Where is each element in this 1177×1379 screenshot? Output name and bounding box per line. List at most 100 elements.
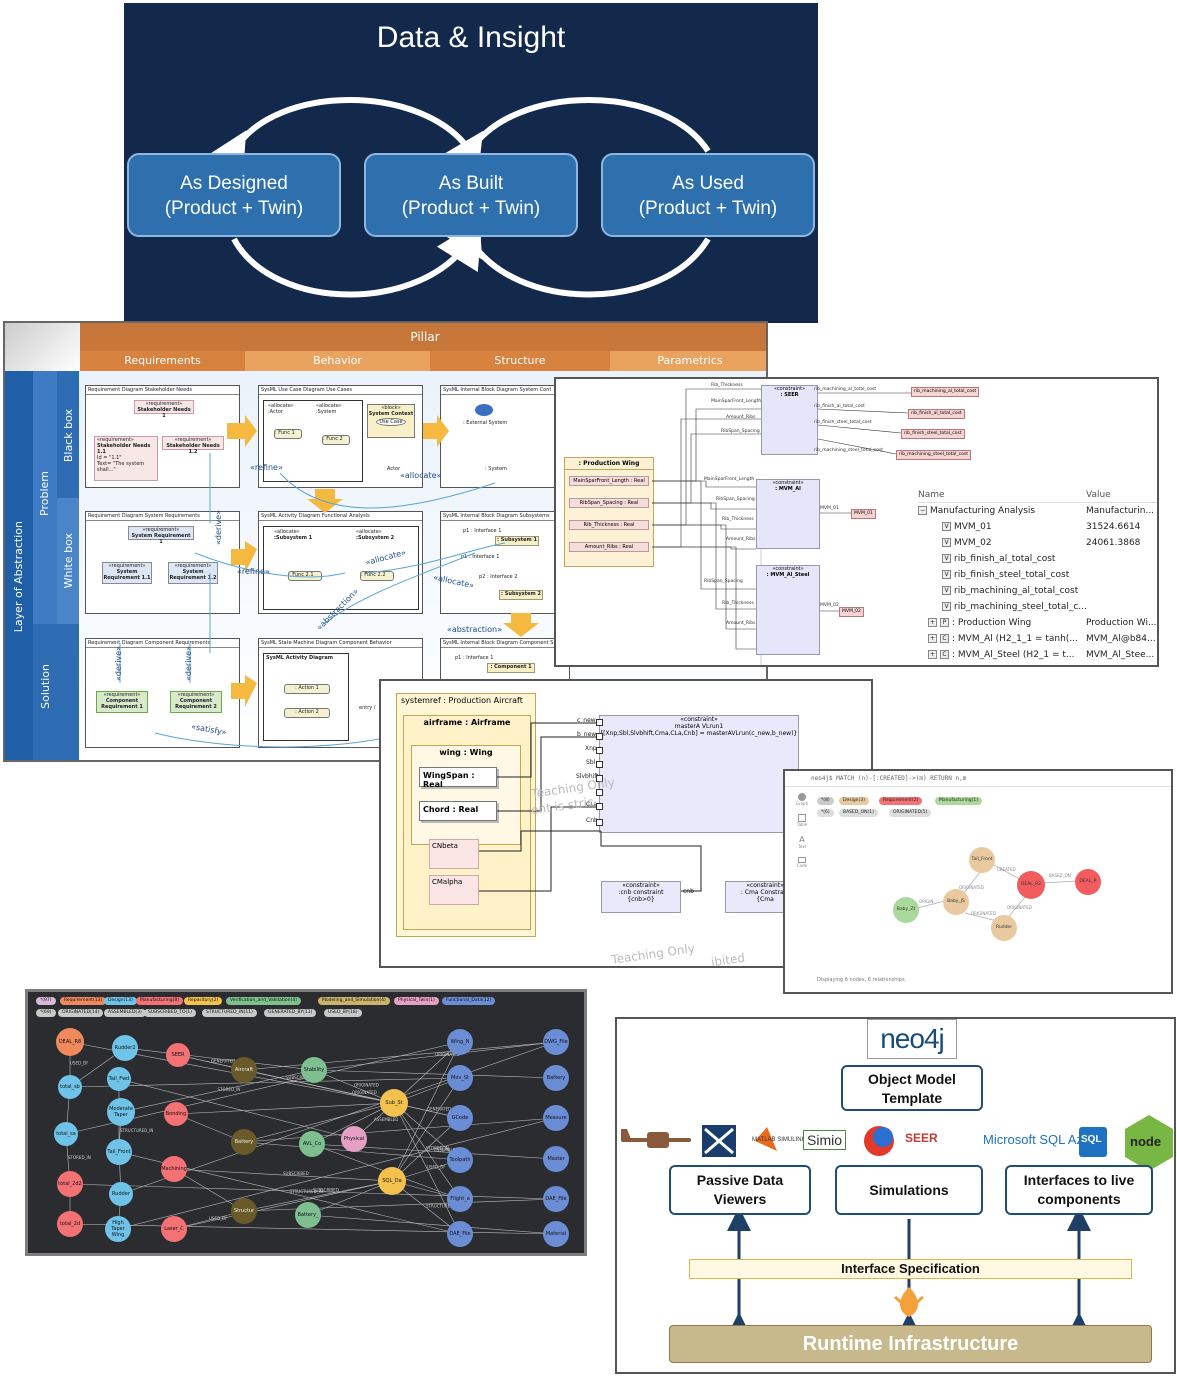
graph-node[interactable]: High Taper Wing [105, 1216, 131, 1242]
graph-node[interactable]: Measure [543, 1105, 569, 1131]
graph-node[interactable]: Aircraft [231, 1057, 257, 1083]
box-line: Interfaces to live [1023, 1172, 1135, 1188]
graph-node[interactable]: DEAL_R2 [1017, 871, 1045, 899]
rel-pill[interactable]: ORIGINATED(5) [889, 809, 932, 817]
label-pill[interactable]: Design(13) [104, 997, 137, 1005]
req-name: Stakeholder Needs 1.2 [166, 443, 220, 455]
graph-node[interactable]: GCode [447, 1105, 473, 1131]
query-bar[interactable]: neo4j$ MATCH (n)-[:CREATED]->(m) RETURN … [785, 771, 1171, 787]
label-pill[interactable]: Verification_and_Validation(4) [226, 997, 301, 1005]
graph-node[interactable]: DAE_File [447, 1221, 473, 1247]
graph-node[interactable]: AVL_Co [299, 1131, 325, 1157]
minus-box-icon[interactable]: − [918, 506, 927, 515]
rel-pill[interactable]: ORIGINATED(14) [58, 1009, 104, 1017]
graph-node[interactable]: Material [543, 1221, 569, 1247]
label-pill[interactable]: Functional_Data(12) [442, 997, 496, 1005]
label-pill[interactable]: Design(3) [839, 797, 869, 805]
graph-node[interactable]: total_2d [57, 1211, 83, 1237]
port-p1: p1 : Interface 1 [455, 655, 494, 661]
graph-node[interactable]: Tail_Front [969, 847, 995, 873]
label-pill[interactable]: Physical_Twin(1) [394, 997, 439, 1005]
graph-node[interactable]: Baby_Zt [893, 897, 919, 923]
plus-box-icon[interactable]: + [928, 634, 937, 643]
graph-node[interactable]: Wing_N [447, 1029, 473, 1055]
label-pill[interactable]: Manufacturing(1) [935, 797, 982, 805]
plus-box-icon[interactable]: + [928, 650, 937, 659]
rel-pill[interactable]: ASSEMBLED(3) [104, 1009, 146, 1017]
label-pill[interactable]: Requirement(2) [879, 797, 923, 805]
label-pill[interactable]: Manufacturing(8) [136, 997, 183, 1005]
graph-node[interactable]: Rudder [109, 1182, 133, 1206]
rel-pill[interactable]: USED_BY(18) [324, 1009, 362, 1017]
level-black-box: Black box [57, 371, 79, 498]
graph-node[interactable]: Physical [341, 1126, 367, 1152]
label-pill[interactable]: Modeling_and_Simulation(4) [318, 997, 390, 1005]
graph-node[interactable]: Machining [161, 1156, 187, 1182]
rel-pill[interactable]: *(69) [36, 1009, 56, 1017]
tree-row[interactable]: +C: MVM_Al (H2_1_1 = tanh(...MVM_Al@b84.… [918, 631, 1157, 647]
rel-pill[interactable]: BASED_ON(1) [839, 809, 878, 817]
graph-node[interactable]: SEER [166, 1043, 190, 1067]
graph-node[interactable]: Master [543, 1146, 569, 1172]
output-label: rib_finish_steel_total_cost [814, 420, 872, 425]
port-label: b_new [577, 731, 597, 738]
graph-node[interactable]: total_sb [58, 1075, 82, 1099]
graph-node[interactable]: Sub_St [380, 1089, 408, 1117]
rel-pill[interactable]: *(6) [817, 809, 834, 817]
view-code[interactable]: Code [791, 857, 813, 868]
graph-node[interactable]: Bonding [164, 1102, 188, 1126]
graph-node[interactable]: Rudder [991, 915, 1017, 941]
graph-node[interactable]: Baby_JS [943, 889, 969, 915]
graph-node[interactable]: Moderate Taper [107, 1098, 135, 1126]
port-label: c_new [577, 717, 596, 724]
rel-pill[interactable]: SUBSCRIBED_TO(1) [144, 1009, 196, 1017]
tree-row[interactable]: +C: MVM_Al_Steel (H2_1 = t...MVM_Al_Stee… [918, 647, 1157, 663]
graph-node[interactable]: DEAL_R [1075, 869, 1101, 895]
graph-node[interactable]: SQL_Da [378, 1167, 406, 1195]
graph-node[interactable]: Battery_ [295, 1202, 321, 1228]
graph-node[interactable]: Rudder2 [112, 1035, 138, 1061]
port-p2: p2 : Interface 2 [479, 574, 518, 580]
graph-node[interactable]: Battery [543, 1065, 569, 1091]
cypher-query[interactable]: neo4j$ MATCH (n)-[:CREATED]->(m) RETURN … [811, 775, 967, 782]
graph-node[interactable]: Tail_Front [106, 1139, 132, 1165]
view-table[interactable]: Table [791, 814, 813, 827]
req-system-requirement-1-2: «requirement»System Requirement 1.2 [168, 562, 218, 584]
graph-node[interactable]: Battery [231, 1129, 257, 1155]
label-pill[interactable]: Repository(2) [184, 997, 223, 1005]
graph-node[interactable]: Laser_C [161, 1216, 187, 1242]
graph-node[interactable]: total_2d2 [57, 1171, 83, 1197]
label-pill[interactable]: Requirement(13) [60, 997, 107, 1005]
graph-node[interactable]: Structur [231, 1198, 257, 1224]
diagram-component-requirements: Requirement Diagram Component Requiremen… [85, 638, 240, 748]
rel-pill[interactable]: GENERATED_BY(11) [264, 1009, 317, 1017]
graph-node[interactable]: Stability [301, 1057, 327, 1083]
graph-node[interactable]: Mov_St [447, 1065, 473, 1091]
label-pill[interactable]: *(97) [36, 997, 56, 1005]
graph-edge [243, 1069, 461, 1119]
label-pill[interactable]: *(8) [817, 797, 834, 805]
box-line: Passive Data [696, 1172, 784, 1188]
graph-node[interactable]: DWG_File [543, 1029, 569, 1055]
graph-node[interactable]: total_sa [54, 1122, 78, 1146]
graph-node[interactable]: DAE_File [543, 1186, 569, 1212]
req-name: Stakeholder Needs 1.1 [97, 443, 151, 455]
view-graph[interactable]: Graph [791, 793, 813, 806]
graph-node[interactable]: Flight_a [447, 1186, 473, 1212]
plus-box-icon[interactable]: + [928, 618, 937, 627]
graph-node[interactable]: Toolpath [447, 1147, 473, 1173]
graph-node[interactable]: Tail_Fwd [107, 1067, 131, 1091]
rel-pill[interactable]: STRUCTURED_IN(11) [202, 1009, 257, 1017]
stage-sublabel: (Product + Twin) [164, 198, 304, 219]
input-label: Amount_Ribs [726, 537, 756, 542]
graph-node[interactable]: DEAL_R8 [56, 1028, 84, 1056]
